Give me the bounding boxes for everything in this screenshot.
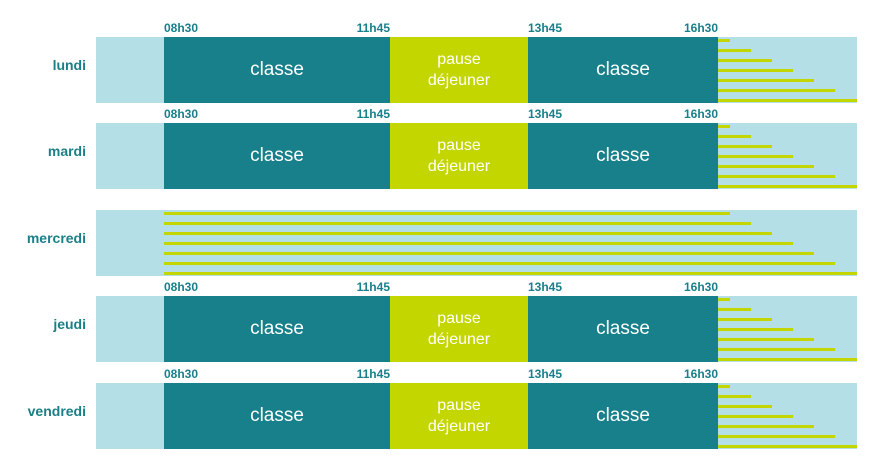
- afterschool-lines: [96, 123, 857, 189]
- day-row-mardi: mardi classe pause déjeuner classe 08h30 11h45…: [0, 107, 869, 189]
- day-label: jeudi: [53, 316, 86, 332]
- time-label: 13h45: [528, 21, 563, 35]
- lunch-break-block: pause déjeuner: [390, 383, 528, 449]
- classe-block: classe: [528, 37, 718, 103]
- activity-line: [718, 308, 751, 311]
- afterschool-lines: [96, 37, 857, 103]
- pause-label: pause: [437, 137, 481, 154]
- time-label: 13h45: [528, 107, 563, 121]
- activity-line: [718, 39, 730, 42]
- classe-block: classe: [528, 123, 718, 189]
- activity-line: [718, 175, 835, 178]
- time-label: 16h30: [683, 107, 718, 121]
- classe-block: classe: [164, 37, 390, 103]
- activity-line: [718, 445, 857, 448]
- time-label: 13h45: [528, 367, 563, 381]
- afterschool-lines: [96, 210, 857, 276]
- activity-line: [164, 222, 751, 225]
- afterschool-lines: [96, 383, 857, 449]
- day-row-lundi: lundi classe pause déjeuner classe 08h30 11h45…: [0, 21, 869, 103]
- day-band: classe pause déjeuner classe 08h30 11h45 13h45…: [96, 21, 857, 103]
- time-label: 08h30: [164, 21, 199, 35]
- day-band: [96, 210, 857, 276]
- activity-line: [718, 385, 730, 388]
- activity-line: [718, 358, 857, 361]
- activity-line: [164, 252, 814, 255]
- activity-line: [718, 348, 835, 351]
- day-row-vendredi: vendredi classe pause déjeuner classe 08h30 11…: [0, 367, 869, 449]
- afterschool-lines: [96, 296, 857, 362]
- time-label: 11h45: [356, 21, 390, 35]
- activity-line: [718, 79, 814, 82]
- time-label: 11h45: [356, 367, 390, 381]
- activity-line: [718, 405, 772, 408]
- dejeuner-label: déjeuner: [427, 158, 491, 175]
- day-row-jeudi: jeudi classe pause déjeuner classe 08h30 11h45…: [0, 280, 869, 362]
- activity-line: [718, 435, 835, 438]
- day-row-mercredi: mercredi: [0, 210, 869, 276]
- time-label: 16h30: [683, 280, 718, 294]
- lunch-break-block: pause déjeuner: [390, 37, 528, 103]
- time-label: 16h30: [683, 21, 718, 35]
- activity-line: [718, 155, 793, 158]
- time-label: 08h30: [164, 107, 199, 121]
- pause-label: pause: [437, 397, 481, 414]
- activity-line: [164, 262, 835, 265]
- activity-line: [718, 69, 793, 72]
- day-label: lundi: [52, 57, 86, 73]
- day-label: mardi: [47, 143, 86, 159]
- activity-line: [718, 395, 751, 398]
- activity-line: [718, 318, 772, 321]
- activity-line: [718, 59, 772, 62]
- activity-line: [718, 338, 814, 341]
- activity-line: [164, 212, 730, 215]
- time-label: 08h30: [164, 367, 199, 381]
- classe-block: classe: [164, 123, 390, 189]
- activity-line: [164, 272, 857, 275]
- activity-line: [164, 232, 772, 235]
- day-label: mercredi: [26, 230, 86, 246]
- activity-line: [718, 425, 814, 428]
- dejeuner-label: déjeuner: [427, 418, 491, 435]
- time-label: 08h30: [164, 280, 199, 294]
- classe-block: classe: [164, 383, 390, 449]
- lunch-break-block: pause déjeuner: [390, 296, 528, 362]
- dejeuner-label: déjeuner: [427, 331, 491, 348]
- activity-line: [718, 89, 835, 92]
- activity-line: [718, 99, 857, 102]
- classe-block: classe: [164, 296, 390, 362]
- activity-line: [164, 242, 793, 245]
- time-label: 11h45: [356, 280, 390, 294]
- day-band: classe pause déjeuner classe 08h30 11h45 13h45…: [96, 367, 857, 449]
- lunch-break-block: pause déjeuner: [390, 123, 528, 189]
- time-label: 11h45: [356, 107, 390, 121]
- activity-line: [718, 125, 730, 128]
- pause-label: pause: [437, 310, 481, 327]
- activity-line: [718, 328, 793, 331]
- activity-line: [718, 135, 751, 138]
- time-label: 13h45: [528, 280, 563, 294]
- activity-line: [718, 49, 751, 52]
- day-band: classe pause déjeuner classe 08h30 11h45 13h45…: [96, 107, 857, 189]
- pause-label: pause: [437, 51, 481, 68]
- activity-line: [718, 145, 772, 148]
- activity-line: [718, 185, 857, 188]
- dejeuner-label: déjeuner: [427, 72, 491, 89]
- time-label: 16h30: [683, 367, 718, 381]
- activity-line: [718, 165, 814, 168]
- day-label: vendredi: [27, 403, 86, 419]
- classe-block: classe: [528, 383, 718, 449]
- activity-line: [718, 415, 793, 418]
- classe-block: classe: [528, 296, 718, 362]
- activity-line: [718, 298, 730, 301]
- day-band: classe pause déjeuner classe 08h30 11h45 13h45…: [96, 280, 857, 362]
